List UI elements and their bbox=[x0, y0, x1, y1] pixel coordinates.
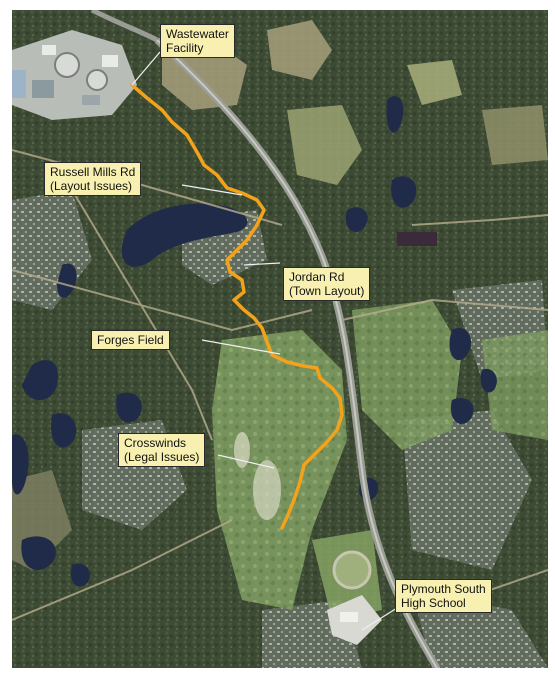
label-russell-mills-rd: Russell Mills Rd (Layout Issues) bbox=[44, 162, 142, 196]
label-forges-line1: Forges Field bbox=[97, 333, 164, 347]
label-russell-line2: (Layout Issues) bbox=[50, 179, 133, 193]
wastewater-facility-area bbox=[12, 30, 137, 120]
secondary-roads bbox=[12, 149, 548, 621]
label-plymouth-south-high-school: Plymouth South High School bbox=[395, 579, 492, 613]
proposed-route-line bbox=[130, 83, 344, 530]
highway bbox=[90, 10, 440, 668]
golf-courses bbox=[212, 300, 548, 620]
label-crosswinds-line2: (Legal Issues) bbox=[124, 450, 200, 464]
label-plymouth-line2: High School bbox=[401, 596, 466, 610]
leader-lines bbox=[131, 51, 398, 631]
water-bodies bbox=[12, 96, 497, 587]
label-crosswinds-line1: Crosswinds bbox=[124, 436, 187, 450]
label-jordan-line2: (Town Layout) bbox=[289, 284, 365, 298]
plymouth-south-high-school-area bbox=[327, 550, 382, 645]
label-plymouth-line1: Plymouth South bbox=[401, 582, 486, 596]
label-jordan-rd: Jordan Rd (Town Layout) bbox=[283, 267, 371, 301]
label-russell-line1: Russell Mills Rd bbox=[50, 165, 136, 179]
label-jordan-line1: Jordan Rd bbox=[289, 270, 345, 284]
label-forges-field: Forges Field bbox=[91, 330, 170, 350]
label-crosswinds: Crosswinds (Legal Issues) bbox=[118, 433, 206, 467]
satellite-map bbox=[12, 10, 548, 668]
label-wastewater-line2: Facility bbox=[166, 41, 204, 55]
label-wastewater-line1: Wastewater bbox=[166, 27, 229, 41]
label-wastewater-facility: Wastewater Facility bbox=[160, 24, 235, 58]
